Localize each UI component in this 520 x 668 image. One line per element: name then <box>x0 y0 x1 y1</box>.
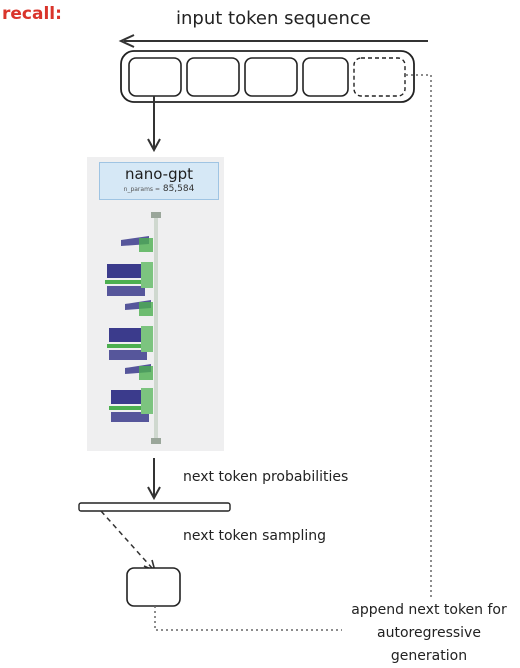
feedback-dotted-line-right <box>405 74 432 597</box>
transformer-block-3-icon <box>109 364 153 422</box>
token-box-3 <box>244 57 298 97</box>
transformer-block-2-icon <box>107 300 153 360</box>
model-badge: nano-gpt n_params = 85,584 <box>99 162 219 200</box>
token-box-4 <box>302 57 349 97</box>
sampling-arrow <box>100 510 157 573</box>
input-sequence-title: input token sequence <box>176 8 371 29</box>
model-params-label: n_params = <box>123 186 160 193</box>
transformer-block-1-icon <box>105 236 153 296</box>
token-box-1 <box>128 57 182 97</box>
model-params: n_params = 85,584 <box>100 184 218 194</box>
model-name: nano-gpt <box>125 165 193 183</box>
token-sequence-container <box>120 50 415 103</box>
model-architecture-illustration <box>105 212 161 444</box>
sampling-label: next token sampling <box>183 528 327 544</box>
token-box-2 <box>186 57 240 97</box>
model-params-value: 85,584 <box>162 184 195 194</box>
recall-label: recall: <box>2 4 62 24</box>
probabilities-label: next token probabilities <box>183 469 349 485</box>
sampled-token-box <box>126 567 181 607</box>
append-caption: append next token for autoregressive gen… <box>340 599 518 668</box>
model-to-probabilities-arrow <box>147 458 161 501</box>
append-caption-line-1: append next token for <box>351 602 507 618</box>
input-to-model-arrow <box>147 96 161 153</box>
token-box-next-dashed <box>353 57 406 97</box>
sequence-direction-arrow <box>118 34 428 48</box>
feedback-dotted-line <box>154 606 342 631</box>
append-caption-line-2: autoregressive <box>377 625 481 641</box>
append-caption-line-3: generation <box>390 648 468 664</box>
probabilities-bar <box>78 502 231 512</box>
